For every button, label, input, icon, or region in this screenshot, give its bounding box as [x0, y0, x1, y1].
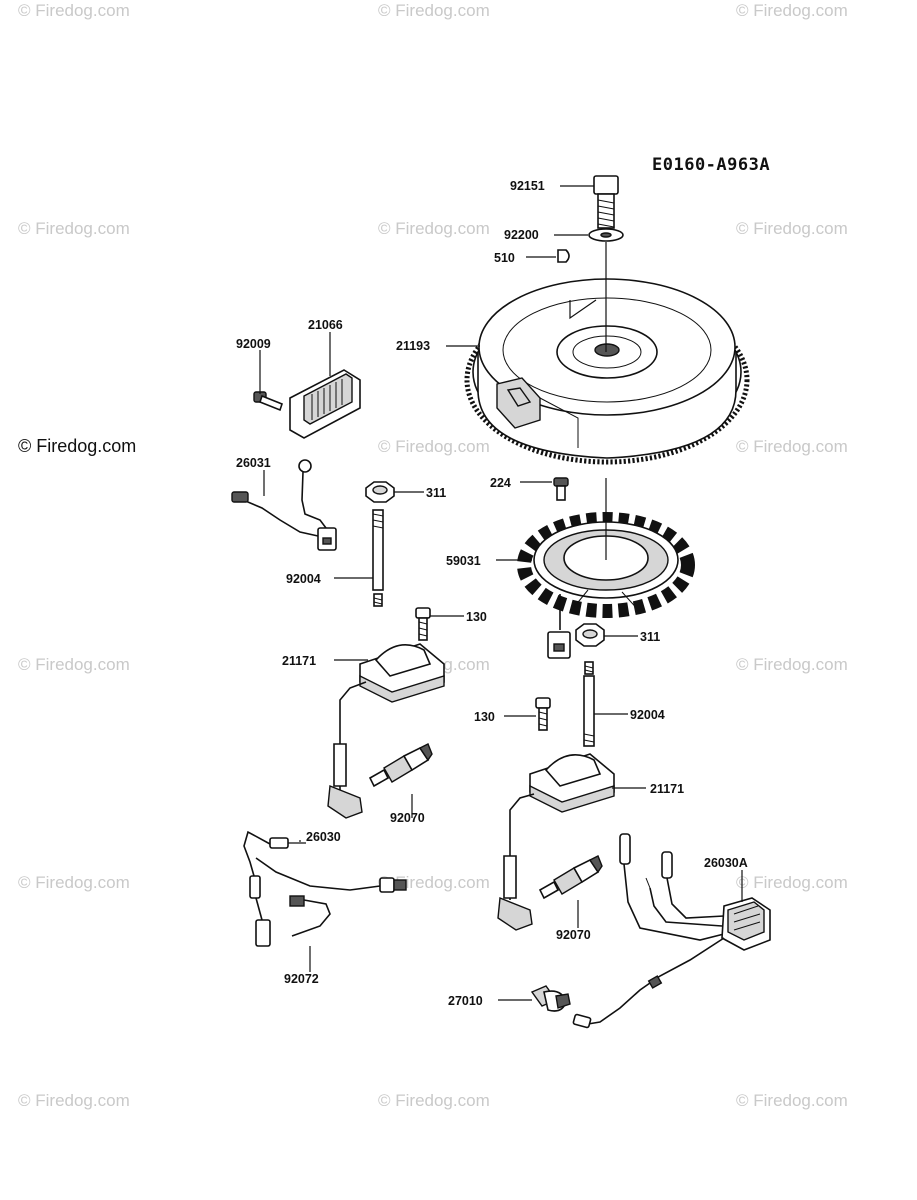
diagram-code: E0160-A963A: [652, 155, 770, 175]
watermark: © Firedog.com: [736, 437, 848, 456]
part-label-311[interactable]: 311: [640, 630, 660, 644]
part-label-59031[interactable]: 59031: [446, 554, 481, 568]
part-label-92070[interactable]: 92070: [390, 811, 425, 825]
part-label-27010[interactable]: 27010: [448, 994, 483, 1008]
washer-drawing[interactable]: [588, 228, 624, 242]
watermark: © Firedog.com: [736, 873, 848, 892]
side-watermark: © Firedog.com: [18, 436, 136, 456]
watermark: © Firedog.com: [378, 1, 490, 20]
ignition-coil-drawing[interactable]: [497, 753, 615, 931]
part-label-26031[interactable]: 26031: [236, 456, 271, 470]
watermark: © Firedog.com: [18, 1091, 130, 1110]
leader-lines: [259, 185, 743, 1001]
ignition-coil-drawing[interactable]: [327, 643, 445, 819]
watermark: © Firedog.com: [378, 437, 490, 456]
nut-drawing[interactable]: [575, 623, 605, 647]
part-label-130[interactable]: 130: [474, 710, 495, 724]
bolt-drawing[interactable]: [415, 607, 431, 641]
lead-wire-drawing[interactable]: [243, 830, 407, 947]
part-label-21171[interactable]: 21171: [282, 654, 316, 668]
part-label-21193[interactable]: 21193: [396, 339, 430, 353]
nut-drawing[interactable]: [365, 481, 395, 503]
part-label-92200[interactable]: 92200: [504, 228, 539, 242]
watermark: © Firedog.com: [18, 655, 130, 674]
watermark: © Firedog.com: [18, 219, 130, 238]
pressure-switch-drawing[interactable]: [530, 985, 571, 1012]
part-label-92070[interactable]: 92070: [556, 928, 591, 942]
spark-plug-drawing[interactable]: [538, 855, 603, 900]
watermark: © Firedog.com: [378, 1091, 490, 1110]
spark-plug-drawing[interactable]: [368, 743, 433, 788]
part-label-92151[interactable]: 92151: [510, 179, 545, 193]
part-label-21171[interactable]: 21171: [650, 782, 684, 796]
stud-drawing[interactable]: [372, 509, 384, 607]
watermark: © Firedog.com: [736, 655, 848, 674]
part-label-21066[interactable]: 21066: [308, 318, 343, 332]
tube-drawing[interactable]: [289, 895, 331, 937]
watermark: © Firedog.com: [378, 219, 490, 238]
part-label-130[interactable]: 130: [466, 610, 487, 624]
bolt-drawing[interactable]: [593, 175, 619, 229]
sensor-harness-drawing[interactable]: [572, 833, 771, 1029]
screw-drawing[interactable]: [253, 391, 283, 412]
watermark: © Firedog.com: [736, 219, 848, 238]
watermark: © Firedog.com: [736, 1, 848, 20]
part-label-92004[interactable]: 92004: [630, 708, 665, 722]
regulator-drawing[interactable]: [289, 369, 361, 439]
part-label-510[interactable]: 510: [494, 251, 515, 265]
watermark: © Firedog.com: [736, 1091, 848, 1110]
stud-drawing[interactable]: [583, 661, 595, 747]
watermark: © Firedog.com: [18, 1, 130, 20]
key-drawing[interactable]: [557, 249, 570, 263]
part-label-92004[interactable]: 92004: [286, 572, 321, 586]
part-label-92072[interactable]: 92072: [284, 972, 319, 986]
stator-drawing[interactable]: [517, 512, 695, 659]
part-label-26030[interactable]: 26030: [306, 830, 341, 844]
part-label-311[interactable]: 311: [426, 486, 446, 500]
watermarks: © Firedog.com © Firedog.com © Firedog.co…: [18, 1, 848, 1110]
watermark: © Firedog.com: [18, 873, 130, 892]
part-label-26030A[interactable]: 26030A: [704, 856, 748, 870]
bolt-drawing[interactable]: [553, 477, 569, 501]
wire-harness-drawing[interactable]: [231, 459, 337, 551]
bolt-drawing[interactable]: [535, 697, 551, 731]
part-label-92009[interactable]: 92009: [236, 337, 271, 351]
part-label-224[interactable]: 224: [490, 476, 511, 490]
flywheel-drawing[interactable]: [464, 278, 750, 465]
part-labels: 92151 92200 510 21193 21066 92009 26031 …: [236, 179, 748, 1008]
